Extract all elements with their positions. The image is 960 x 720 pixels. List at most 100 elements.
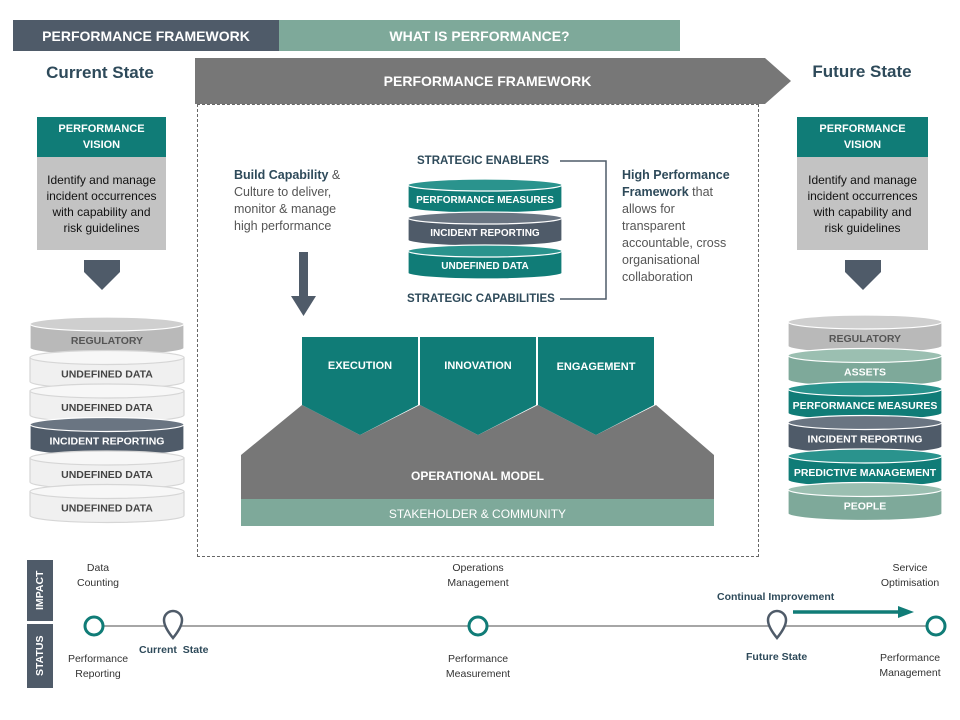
future-stack-segment-label: INCIDENT REPORTING bbox=[808, 434, 923, 446]
tab-performance-framework-label: PERFORMANCE FRAMEWORK bbox=[42, 27, 250, 44]
tab-what-is-performance-label: WHAT IS PERFORMANCE? bbox=[389, 27, 570, 44]
current-stack-segment-3: UNDEFINED DATA bbox=[29, 383, 185, 423]
node-performance-management bbox=[925, 615, 947, 637]
node-performance-reporting bbox=[83, 615, 105, 637]
current-stack-segment-6: UNDEFINED DATA bbox=[29, 483, 185, 524]
future-vision-header: PERFORMANCE VISION bbox=[797, 117, 928, 157]
arrow-head bbox=[291, 296, 316, 316]
future-stack-segment-label: ASSETS bbox=[844, 367, 886, 379]
center-stack-segment-1: PERFORMANCE MEASURES bbox=[407, 178, 563, 214]
performance-framework-banner bbox=[195, 58, 791, 104]
timeline-line bbox=[83, 606, 947, 640]
future-stack-segment-top bbox=[787, 448, 943, 464]
continual-improvement-label: Continual Improvement bbox=[717, 591, 835, 603]
pillar-innovation-label: INNOVATION bbox=[444, 360, 512, 372]
future-stack-segment-top bbox=[787, 414, 943, 431]
future-stack-segment-1: REGULATORY bbox=[787, 314, 943, 354]
future-stack-segment-top bbox=[787, 347, 943, 364]
impact-data-counting: Data Counting bbox=[76, 562, 120, 589]
high-performance-text: High Performance Framework that allows f… bbox=[622, 167, 740, 286]
banner-arrow-shape bbox=[195, 58, 791, 104]
center-stack-segment-label: INCIDENT REPORTING bbox=[430, 228, 540, 239]
impact-label-text: IMPACT bbox=[34, 570, 46, 611]
strategic-enablers-label: STRATEGIC ENABLERS bbox=[417, 155, 550, 167]
current-vision-header: PERFORMANCE VISION bbox=[37, 117, 166, 157]
center-stack-segment-top bbox=[407, 244, 563, 258]
future-stack-segment-2: ASSETS bbox=[787, 347, 943, 388]
strategic-capabilities-label: STRATEGIC CAPABILITIES bbox=[407, 293, 555, 305]
bracket-line bbox=[560, 160, 607, 300]
future-state-marker bbox=[766, 609, 788, 640]
status-side-label: STATUS bbox=[27, 624, 53, 688]
tab-performance-framework[interactable]: PERFORMANCE FRAMEWORK bbox=[13, 20, 279, 51]
strategic-enablers-stack: PERFORMANCE MEASURES INCIDENT REPORTING UN… bbox=[407, 178, 563, 280]
arrow-shaft bbox=[299, 252, 308, 298]
future-stack-segment-label: REGULATORY bbox=[829, 333, 901, 345]
stakeholder-label: STAKEHOLDER & COMMUNITY bbox=[388, 507, 567, 521]
center-stack-segment-3: UNDEFINED DATA bbox=[407, 244, 563, 280]
pillar-engagement-label: ENGAGEMENT bbox=[556, 361, 636, 373]
impact-service-optimisation: Service Optimisation bbox=[880, 562, 940, 589]
future-stack-segment-top bbox=[787, 314, 943, 330]
future-vision-body: Identify and manage incident occurrences… bbox=[797, 157, 928, 250]
current-down-chevron bbox=[84, 260, 120, 290]
center-stack-segment-label: UNDEFINED DATA bbox=[441, 261, 528, 272]
current-state-marker bbox=[162, 609, 184, 640]
high-performance-bold: High Performance Framework bbox=[622, 168, 730, 199]
framework-dashed-box bbox=[197, 104, 759, 557]
future-stack-segment-4: INCIDENT REPORTING bbox=[787, 414, 943, 455]
center-stack-segment-top bbox=[407, 211, 563, 225]
banner-label: PERFORMANCE FRAMEWORK bbox=[383, 73, 592, 89]
operational-model-shape bbox=[241, 405, 714, 499]
build-capability-text: Build Capability & Culture to deliver, m… bbox=[234, 167, 359, 235]
current-stack-segment-4: INCIDENT REPORTING bbox=[29, 416, 185, 457]
current-stack-segment-label: UNDEFINED DATA bbox=[61, 402, 153, 414]
enablers-bracket bbox=[560, 160, 607, 300]
current-stack-segment-top bbox=[29, 349, 185, 366]
build-capability-bold: Build Capability bbox=[234, 168, 329, 182]
current-stack-segment-label: UNDEFINED DATA bbox=[61, 369, 153, 381]
current-stack-segment-label: INCIDENT REPORTING bbox=[50, 436, 165, 448]
tab-what-is-performance[interactable]: WHAT IS PERFORMANCE? bbox=[279, 20, 680, 51]
current-stack-segment-2: UNDEFINED DATA bbox=[29, 349, 185, 390]
future-stack-segment-label: PERFORMANCE MEASURES bbox=[793, 400, 938, 412]
current-stack-segment-top bbox=[29, 316, 185, 332]
status-performance-reporting: Performance Reporting bbox=[67, 653, 129, 680]
future-stack-segment-3: PERFORMANCE MEASURES bbox=[787, 381, 943, 421]
node-performance-measurement bbox=[467, 615, 489, 637]
status-performance-management: Performance Management bbox=[879, 652, 941, 679]
future-stack-segment-body bbox=[787, 488, 943, 522]
pillar-execution bbox=[302, 337, 418, 435]
current-stack-segment-1: REGULATORY bbox=[29, 316, 185, 356]
center-stack-segment-label: PERFORMANCE MEASURES bbox=[416, 195, 554, 206]
current-stack-segment-body bbox=[29, 490, 185, 524]
future-stack-segment-top bbox=[787, 381, 943, 397]
current-state-stack: REGULATORY UNDEFINED DATA UNDEFINED DATA IN… bbox=[29, 316, 185, 524]
operational-model-diagram bbox=[241, 337, 714, 526]
future-down-chevron bbox=[845, 260, 881, 290]
future-state-title: Future State bbox=[812, 62, 912, 81]
current-stack-segment-top bbox=[29, 483, 185, 500]
build-capability-rest: & Culture to deliver, monitor & manage h… bbox=[234, 168, 341, 233]
future-stack-segment-5: PREDICTIVE MANAGEMENT bbox=[787, 448, 943, 488]
future-state-marker-label: Future State bbox=[746, 651, 808, 663]
pillar-engagement bbox=[538, 337, 654, 435]
current-chevron-shape bbox=[84, 260, 120, 290]
high-performance-rest: that allows for transparent accountable,… bbox=[622, 185, 727, 284]
current-vision-body: Identify and manage incident occurrences… bbox=[37, 157, 166, 250]
continual-arrow-head bbox=[898, 606, 914, 618]
build-down-arrow bbox=[291, 252, 316, 316]
status-performance-measurement: Performance Measurement bbox=[445, 653, 511, 680]
pillar-execution-label: EXECUTION bbox=[327, 360, 393, 372]
current-stack-segment-label: UNDEFINED DATA bbox=[61, 503, 153, 515]
impact-operations-management: Operations Management bbox=[447, 562, 509, 589]
center-stack-segment-top bbox=[407, 178, 563, 192]
future-stack-segment-label: PEOPLE bbox=[844, 501, 887, 513]
current-stack-segment-5: UNDEFINED DATA bbox=[29, 450, 185, 490]
current-state-marker-label: Current State bbox=[139, 644, 209, 656]
future-chevron-shape bbox=[845, 260, 881, 290]
current-stack-segment-label: UNDEFINED DATA bbox=[61, 469, 153, 481]
status-label-text: STATUS bbox=[34, 635, 46, 677]
future-stack-segment-6: PEOPLE bbox=[787, 481, 943, 522]
current-stack-segment-top bbox=[29, 416, 185, 433]
